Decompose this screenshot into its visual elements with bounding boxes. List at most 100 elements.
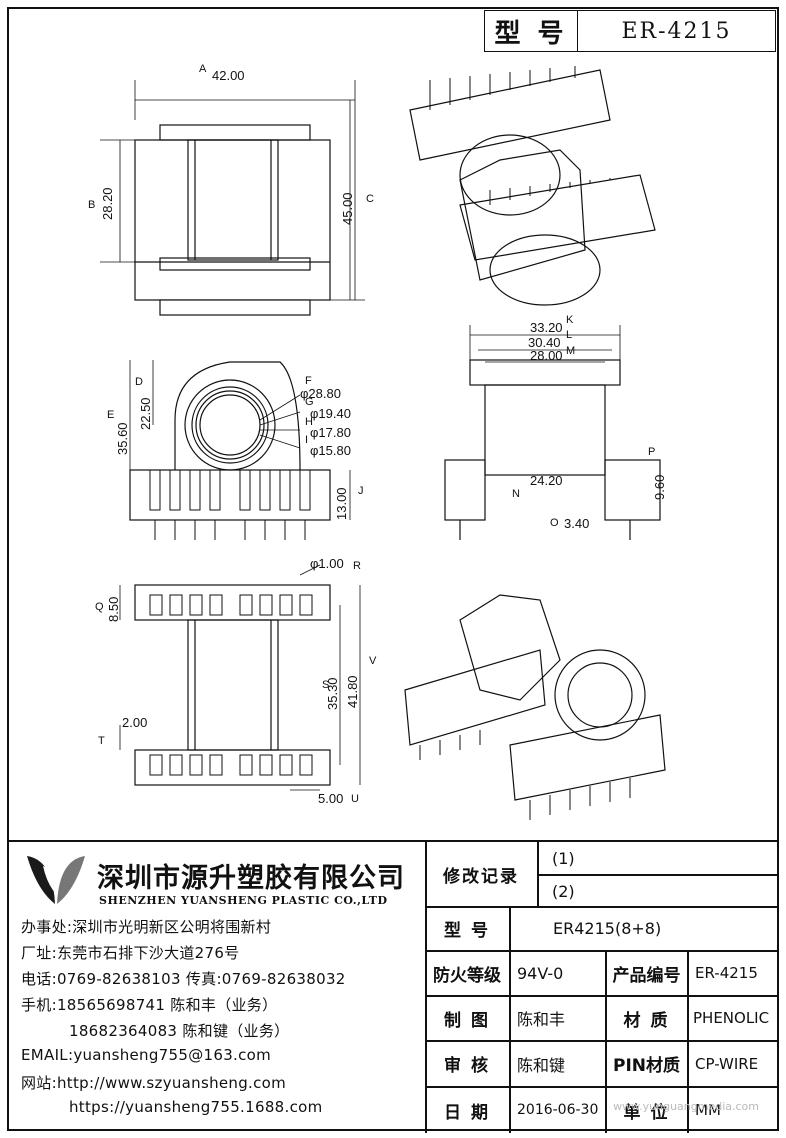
material-value: PHENOLIC xyxy=(693,1009,770,1027)
dim-V-value: 41.80 xyxy=(345,675,360,708)
dim-K-circle: K xyxy=(566,314,574,326)
dim-O-value: 3.40 xyxy=(564,516,589,531)
pin-material-value: CP-WIRE xyxy=(695,1054,759,1073)
dim-T-circle: T xyxy=(98,735,105,747)
dim-A-circle: A xyxy=(199,63,207,75)
dim-S-circle: S xyxy=(322,679,329,691)
date-value: 2016-06-30 xyxy=(517,1102,599,1118)
divider xyxy=(425,906,779,908)
divider xyxy=(605,950,607,1133)
website-1: 网站:http://www.szyuansheng.com xyxy=(21,1074,287,1092)
drawing-sheet xyxy=(7,7,779,1131)
dim-D-circle: D xyxy=(135,376,143,388)
dim-N-circle: N xyxy=(512,488,520,500)
revision-label: 修改记录 xyxy=(443,866,519,887)
iso-view-bottom xyxy=(404,594,666,820)
website-2: https://yuansheng755.1688.com xyxy=(69,1098,323,1116)
dim-J-circle: J xyxy=(358,485,364,497)
dim-U-value: 5.00 xyxy=(318,791,343,806)
divider xyxy=(687,950,689,1133)
revision-2: (2) xyxy=(552,881,575,901)
model-value: ER4215(8+8) xyxy=(553,919,662,938)
dim-I-value: φ15.80 xyxy=(310,443,351,458)
mobile-1: 手机:18565698741 陈和丰（业务） xyxy=(21,996,278,1014)
material-label: 材 质 xyxy=(623,1010,670,1031)
dim-Q-value: 8.50 xyxy=(106,597,121,622)
review-label: 审 核 xyxy=(444,1056,490,1076)
iso-view-top xyxy=(409,66,656,306)
divider xyxy=(425,1086,779,1088)
email: EMAIL:yuansheng755@163.com xyxy=(21,1046,272,1064)
title-label: 型 号 xyxy=(485,11,578,51)
dim-Q-circle: Q xyxy=(95,601,104,613)
dim-T-value: 2.00 xyxy=(122,715,147,730)
dim-P-circle: P xyxy=(648,446,655,458)
dim-F-circle: F xyxy=(305,375,312,387)
company-cn-name: 深圳市源升塑胶有限公司 xyxy=(97,863,405,894)
dim-N-value: 24.20 xyxy=(530,473,563,488)
factory-address: 厂址:东莞市石排下沙大道276号 xyxy=(21,944,240,962)
dim-R-circle: R xyxy=(353,560,361,572)
top-view xyxy=(100,80,365,316)
drawn-value: 陈和丰 xyxy=(517,1010,566,1029)
dim-F-value: φ28.80 xyxy=(300,386,341,401)
technical-drawing: 42.00 A 28.20 B 45.00 C 22.50 D 35.60 E … xyxy=(88,63,667,820)
dim-C-circle: C xyxy=(366,193,374,205)
dim-G-circle: G xyxy=(305,396,314,408)
pin-material-label: PIN材质 xyxy=(612,1056,680,1076)
dim-E-value: 35.60 xyxy=(115,422,130,455)
company-en-name: SHENZHEN YUANSHENG PLASTIC CO.,LTD xyxy=(99,894,388,907)
unit-value: MM xyxy=(695,1101,721,1119)
side-view xyxy=(444,325,661,540)
dim-E-circle: E xyxy=(107,409,114,421)
dim-S-value: 35.30 xyxy=(325,677,340,710)
dim-I-circle: I xyxy=(305,434,308,446)
divider xyxy=(425,950,779,952)
dim-H-value: φ17.80 xyxy=(310,425,351,440)
dim-O-circle: O xyxy=(550,517,559,529)
review-value: 陈和键 xyxy=(517,1055,566,1075)
model-label: 型 号 xyxy=(444,921,490,941)
dim-K-value: 33.20 xyxy=(530,320,563,335)
dim-V-circle: V xyxy=(369,655,377,667)
divider xyxy=(509,906,511,1133)
info-block: 深圳市源升塑胶有限公司 SHENZHEN YUANSHENG PLASTIC C… xyxy=(7,840,779,1133)
dim-R-value: φ1.00 xyxy=(310,556,344,571)
dim-B-circle: B xyxy=(88,199,95,211)
office-address: 办事处:深圳市光明新区公明将围新村 xyxy=(21,918,272,936)
dim-A-value: 42.00 xyxy=(212,68,245,83)
watermark: www.yunguangmedia.com xyxy=(613,1100,759,1113)
bottom-view xyxy=(119,564,361,791)
front-view xyxy=(129,360,351,540)
dim-L-circle: L xyxy=(566,329,572,341)
dim-B-value: 28.20 xyxy=(100,187,115,220)
title-block: 型 号 ER-4215 xyxy=(484,10,776,52)
dim-M-circle: M xyxy=(566,345,575,357)
fire-rating-value: 94V-0 xyxy=(517,963,564,983)
unit-label: 单 位 xyxy=(623,1102,670,1123)
dim-H-circle: H xyxy=(305,416,313,428)
divider xyxy=(537,874,779,876)
dim-U-circle: U xyxy=(351,793,359,805)
divider xyxy=(425,1040,779,1042)
dim-P-value: 9.60 xyxy=(652,475,667,500)
divider xyxy=(425,842,427,1133)
dim-G-value: φ19.40 xyxy=(310,406,351,421)
dim-M-value: 28.00 xyxy=(530,348,563,363)
title-model: ER-4215 xyxy=(621,18,732,44)
dim-L-value: 30.40 xyxy=(528,335,561,350)
drawn-label: 制 图 xyxy=(444,1010,490,1031)
dim-J-value: 13.00 xyxy=(334,487,349,520)
fire-rating-label: 防火等级 xyxy=(433,965,501,986)
product-no-label: 产品编号 xyxy=(612,965,681,986)
product-no-value: ER-4215 xyxy=(695,964,758,982)
phone-fax: 电话:0769-82638103 传真:0769-82638032 xyxy=(21,970,346,988)
mobile-2: 18682364083 陈和键（业务） xyxy=(69,1022,290,1040)
dim-D-value: 22.50 xyxy=(138,397,153,430)
company-logo-icon xyxy=(27,856,85,904)
dim-C-value: 45.00 xyxy=(340,192,355,225)
revision-1: (1) xyxy=(552,848,575,868)
divider xyxy=(425,995,779,997)
company-header: 深圳市源升塑胶有限公司 SHENZHEN YUANSHENG PLASTIC C… xyxy=(15,848,425,908)
date-label: 日 期 xyxy=(444,1102,490,1123)
